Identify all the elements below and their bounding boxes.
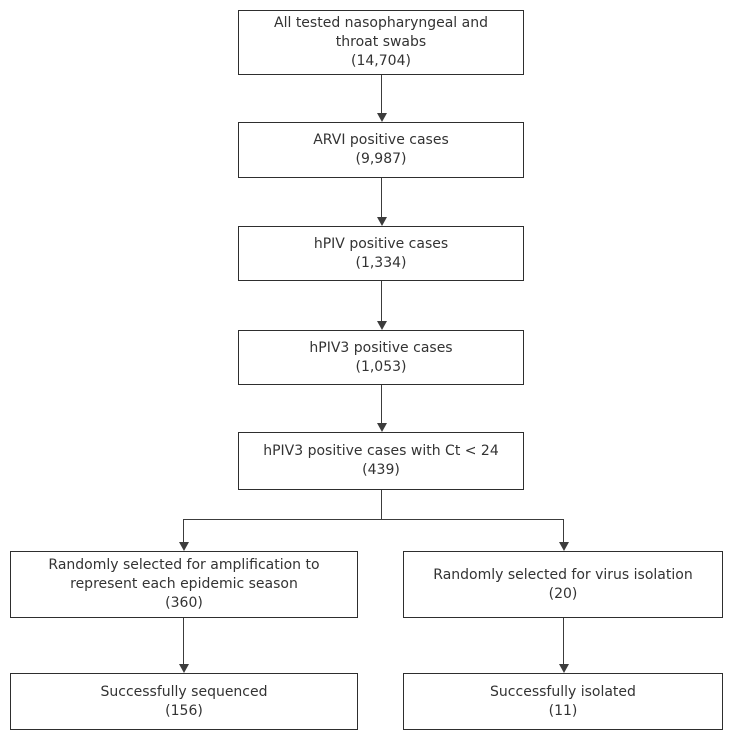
node-count: (9,987) <box>355 151 407 167</box>
node-label: Successfully isolated <box>490 683 636 700</box>
node-label: Randomly selected for virus isolation <box>433 566 693 583</box>
node-count: (1,334) <box>355 254 407 271</box>
node-all-tested-swabs: All tested nasopharyngeal and throat swa… <box>238 10 524 75</box>
arrow-hpiv-to-hpiv3-line <box>381 281 382 322</box>
node-label: ARVI positive cases <box>313 132 449 148</box>
arrow-hpiv3-to-ct24-line <box>381 385 382 424</box>
node-count: (439) <box>362 462 400 478</box>
node-label: Successfully sequenced <box>100 683 268 700</box>
branch-right-drop-line <box>563 519 564 543</box>
arrow-isolation-to-isolated-line <box>563 618 564 664</box>
node-hpiv3-positive: hPIV3 positive cases (1,053) <box>238 330 524 385</box>
branch-left-drop-line <box>183 519 184 543</box>
node-label: hPIV positive cases <box>313 235 449 252</box>
branch-right-arrow-head <box>559 542 569 551</box>
branch-horizontal-line <box>183 519 564 520</box>
node-selected-isolation: Randomly selected for virus isolation (2… <box>403 551 723 618</box>
arrow-swabs-to-arvi-line <box>381 75 382 114</box>
arrow-hpiv-to-hpiv3-head <box>377 321 387 330</box>
branch-left-arrow-head <box>179 542 189 551</box>
node-label: All tested nasopharyngeal and throat swa… <box>274 15 488 50</box>
arrow-arvi-to-hpiv-head <box>377 217 387 226</box>
arrow-amplification-to-sequenced-line <box>183 618 184 664</box>
node-hpiv-positive: hPIV positive cases (1,334) <box>238 226 524 281</box>
node-label: hPIV3 positive cases with Ct < 24 <box>263 443 499 459</box>
arrow-arvi-to-hpiv-line <box>381 178 382 218</box>
node-count: (20) <box>548 585 578 602</box>
node-count: (14,704) <box>351 53 411 69</box>
node-hpiv3-ct24: hPIV3 positive cases with Ct < 24 (439) <box>238 432 524 490</box>
node-selected-amplification: Randomly selected for amplification to r… <box>10 551 358 618</box>
arrow-amplification-to-sequenced-head <box>179 664 189 673</box>
node-count: (11) <box>548 702 578 719</box>
node-arvi-positive: ARVI positive cases (9,987) <box>238 122 524 178</box>
arrow-swabs-to-arvi-head <box>377 113 387 122</box>
node-count: (156) <box>165 702 203 719</box>
node-count: (1,053) <box>355 358 407 375</box>
node-label: Randomly selected for amplification to r… <box>48 557 320 592</box>
node-label: hPIV3 positive cases <box>309 339 453 356</box>
arrow-isolation-to-isolated-head <box>559 664 569 673</box>
node-successfully-sequenced: Successfully sequenced (156) <box>10 673 358 730</box>
node-successfully-isolated: Successfully isolated (11) <box>403 673 723 730</box>
branch-stem-line <box>381 490 382 520</box>
arrow-hpiv3-to-ct24-head <box>377 423 387 432</box>
node-count: (360) <box>165 595 203 611</box>
